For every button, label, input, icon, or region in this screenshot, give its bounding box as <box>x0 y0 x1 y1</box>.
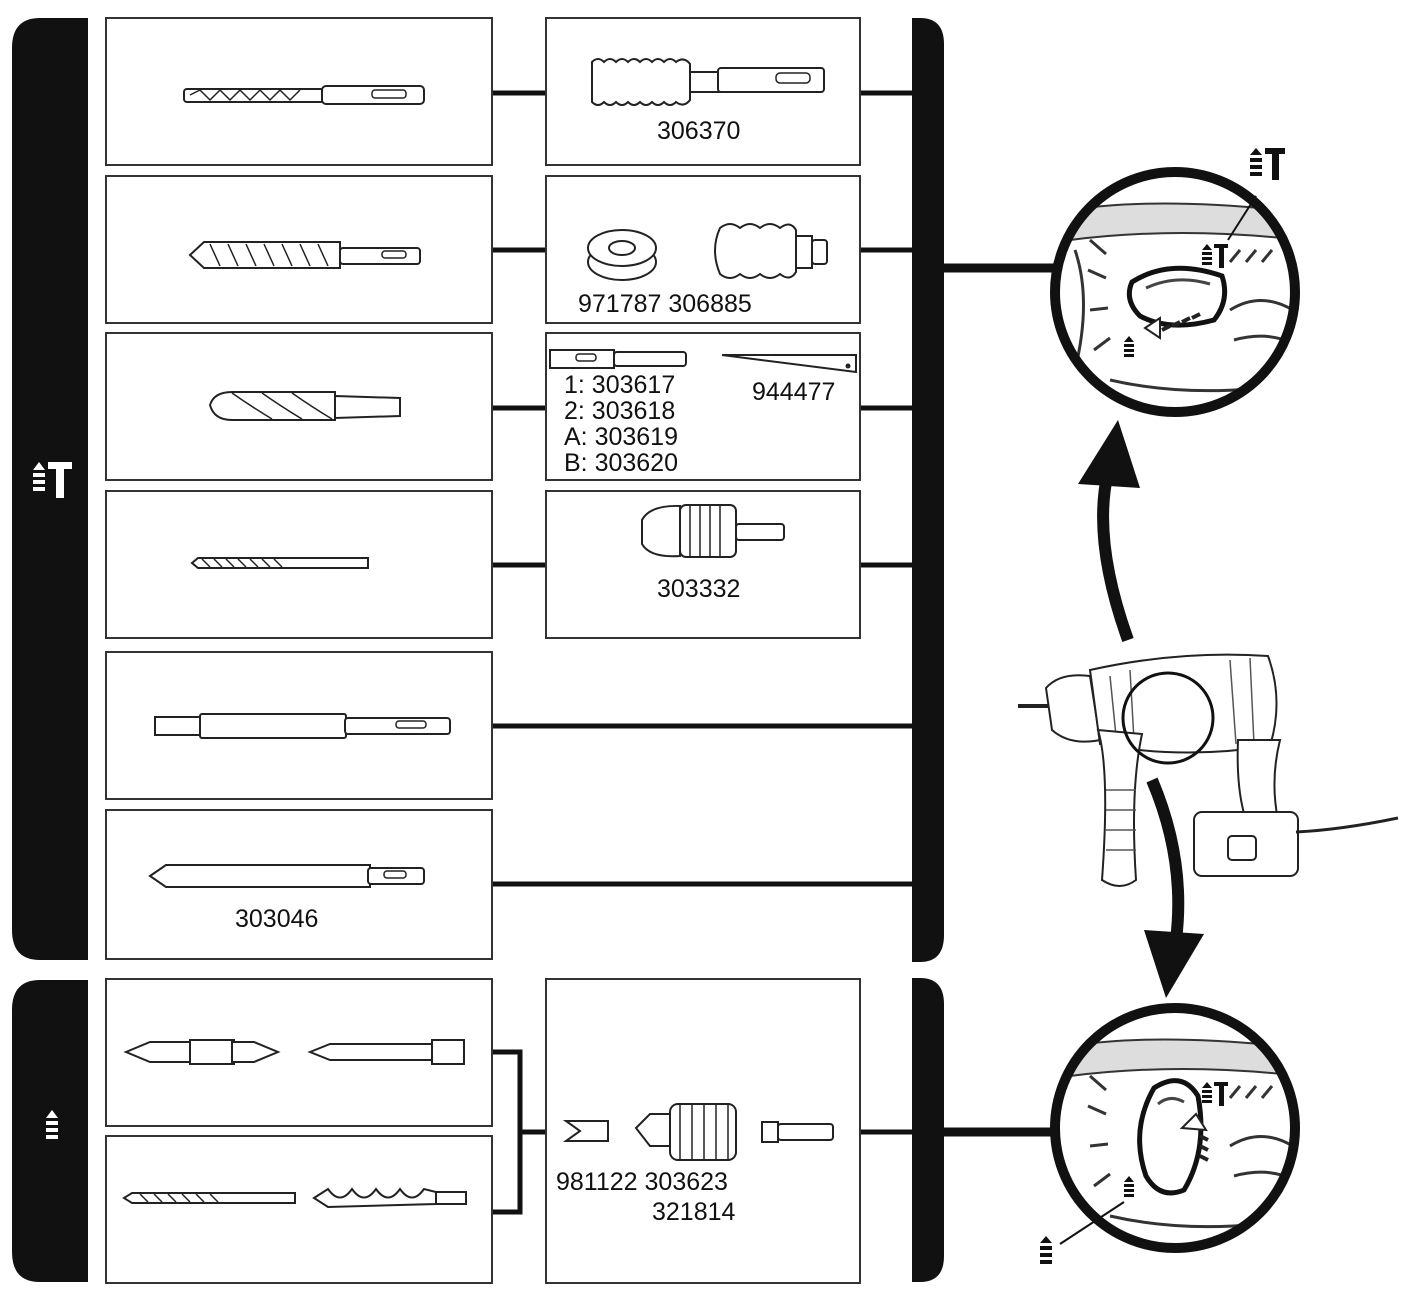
hammer-drill-mode-icon <box>1202 1082 1228 1106</box>
core-bit-shank <box>208 391 401 421</box>
adapter-label-1: 306370 <box>657 117 740 145</box>
point-chisel <box>148 864 425 888</box>
sds-drill-bit <box>183 85 425 105</box>
drill-only-mode-icon <box>46 1110 58 1139</box>
hammer-mode-zoom <box>1050 148 1300 417</box>
bit-holder <box>562 1120 609 1142</box>
adapter-label-3d: B: 303620 <box>564 449 678 477</box>
hammer-mode-bar <box>12 18 88 960</box>
twist-drill-bit <box>122 1192 296 1204</box>
adapter-label-3c: A: 303619 <box>564 423 678 451</box>
sds-masonry-bit <box>188 241 421 269</box>
drill-mode-bar <box>12 980 88 1282</box>
adapter-label-3e: 944477 <box>752 378 835 406</box>
collector-bar-hammer <box>912 18 944 962</box>
drill-adapter-label-2: 321814 <box>652 1198 736 1226</box>
adapter-label-2: 971787 306885 <box>578 290 752 318</box>
centering-disc <box>587 229 657 281</box>
drill-only-mode-icon <box>1124 336 1134 357</box>
screwdriver-bit-hex <box>307 1039 465 1065</box>
hammer-drill-mode-icon <box>1250 148 1285 180</box>
adapter-label-3a: 1: 303617 <box>564 371 675 399</box>
collector-bar-drill <box>912 978 944 1282</box>
rotary-hammer-drill <box>1018 653 1399 887</box>
sds-extension <box>154 713 451 739</box>
drill-only-mode-icon <box>1040 1236 1052 1264</box>
drill-box-2 <box>105 1135 493 1284</box>
arrow-down-icon <box>1144 777 1204 998</box>
drill-adapter-label-1: 981122 303623 <box>556 1168 728 1196</box>
accessory-label-6: 303046 <box>235 905 318 933</box>
hammer-drill-mode-icon <box>33 462 72 498</box>
wood-auger-bit <box>312 1187 467 1209</box>
chuck-adapter-sds <box>761 1121 834 1143</box>
connectors-drill <box>492 1049 1055 1215</box>
screwdriver-bit-double <box>123 1039 281 1065</box>
sds-adapter-shank <box>549 349 687 369</box>
connectors-hammer <box>492 90 1055 887</box>
hammer-core-adapter <box>591 58 825 106</box>
drill-mode-zoom <box>1040 1003 1300 1264</box>
keyless-chuck-adapter <box>641 504 785 558</box>
arrow-up-icon <box>1078 420 1140 643</box>
adapter-label-3b: 2: 303618 <box>564 397 675 425</box>
drill-only-mode-icon <box>1124 1176 1134 1197</box>
ejector-wedge <box>721 354 857 374</box>
accessory-box-2 <box>105 175 493 324</box>
adapter-label-4: 303332 <box>657 575 740 603</box>
hammer-drill-mode-icon <box>1202 244 1228 268</box>
keyed-chuck <box>634 1103 737 1161</box>
straight-drill-bit <box>190 557 369 569</box>
core-bit-holder <box>714 223 828 279</box>
